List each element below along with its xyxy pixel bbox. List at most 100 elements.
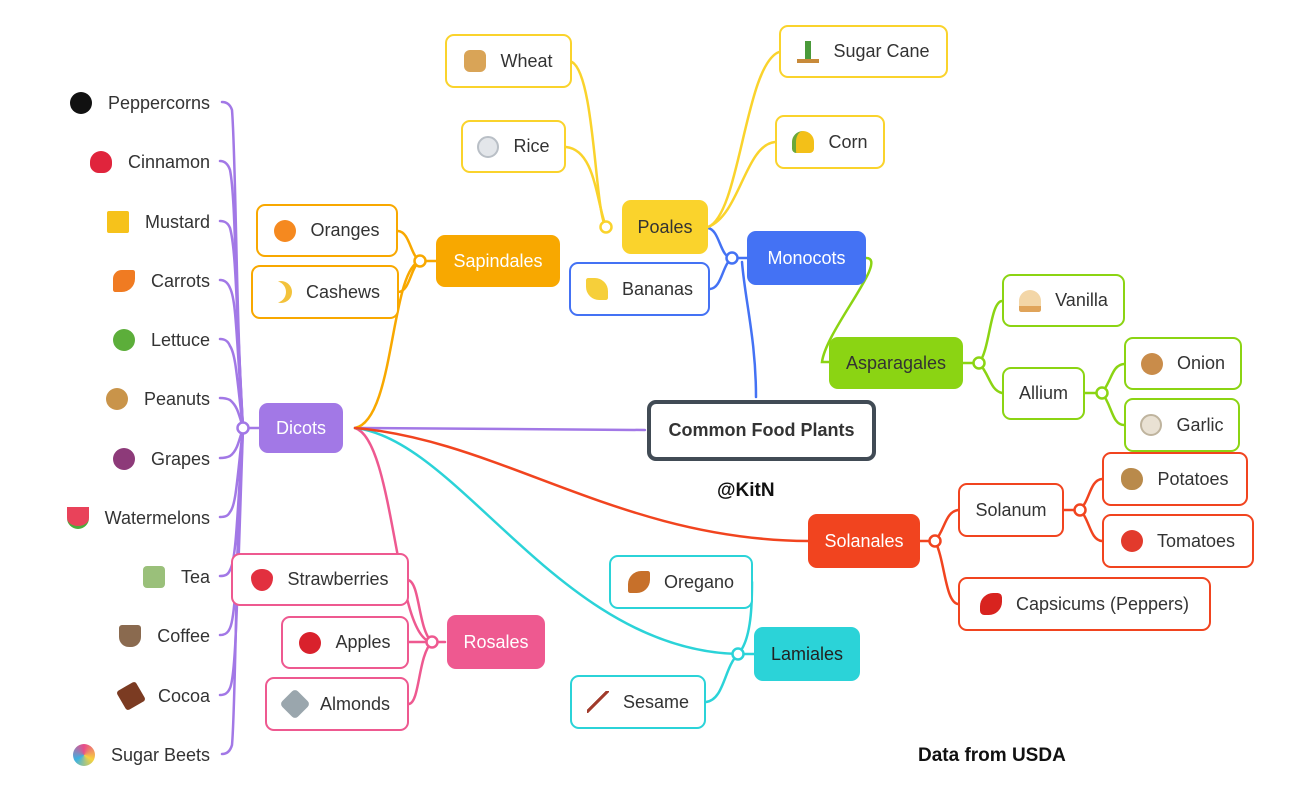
branch-solanum[interactable]: Solanum	[958, 483, 1064, 537]
branch-label: Dicots	[275, 417, 326, 438]
leaf-watermelons[interactable]: Watermelons	[40, 503, 210, 533]
branch-lamiales[interactable]: Lamiales	[754, 627, 860, 681]
leaf-capsicums[interactable]: Capsicums (Peppers)	[958, 577, 1211, 631]
crescent-icon	[269, 281, 292, 303]
nut-and-bolt-icon	[279, 688, 311, 720]
cupcake-icon	[1019, 289, 1042, 312]
leaf-tomatoes[interactable]: Tomatoes	[1102, 514, 1254, 568]
branch-sapindales[interactable]: Sapindales	[436, 235, 560, 287]
leaf-label: Rice	[513, 136, 550, 156]
strawberry-icon	[251, 568, 274, 591]
garlic-icon	[1140, 414, 1163, 436]
leaf-bananas[interactable]: Bananas	[569, 262, 710, 316]
peanut-icon	[105, 388, 128, 410]
branch-label: Monocots	[767, 247, 846, 268]
leaves-icon	[627, 571, 650, 593]
branch-label: Allium	[1018, 383, 1068, 403]
mustard-square-icon	[106, 211, 129, 233]
leaf-wheat[interactable]: Wheat	[445, 34, 572, 88]
leaf-garlic[interactable]: Garlic	[1124, 398, 1240, 452]
branch-label: Asparagales	[845, 352, 947, 373]
leaf-label: Mustard	[144, 211, 210, 232]
leaf-label: Carrots	[150, 270, 210, 291]
leaf-label: Sesame	[622, 691, 690, 712]
link-root-dicots	[353, 426, 647, 432]
source-label: Data from USDA	[918, 745, 1066, 766]
tomato-icon	[1120, 530, 1143, 552]
leaf-sesame[interactable]: Sesame	[570, 675, 706, 729]
potato-icon	[1121, 468, 1144, 490]
leaf-label: Coffee	[157, 625, 210, 646]
orange-icon	[274, 219, 297, 242]
leaf-label: Cashews	[305, 281, 381, 302]
onion-icon	[1140, 352, 1163, 375]
branch-label: Sapindales	[453, 250, 543, 271]
leaf-sugar-beets[interactable]: Sugar Beets	[50, 740, 210, 770]
carrot-icon	[112, 270, 135, 292]
leaf-label: Cinnamon	[127, 151, 210, 172]
leaf-mustard[interactable]: Mustard	[50, 207, 210, 237]
leaf-label: Lettuce	[150, 329, 210, 350]
heart-icon	[89, 151, 112, 173]
chopsticks-icon	[586, 691, 609, 713]
leaf-tea[interactable]: Tea	[50, 562, 210, 592]
leaf-label: Watermelons	[104, 507, 210, 528]
watermelon-icon	[66, 507, 89, 529]
leaf-almonds[interactable]: Almonds	[265, 677, 409, 731]
leaf-carrots[interactable]: Carrots	[50, 266, 210, 296]
link-dicots-lamiales	[353, 426, 756, 656]
leaf-label: Tea	[180, 566, 210, 587]
leaf-label: Oregano	[663, 571, 735, 592]
leaf-lettuce[interactable]: Lettuce	[50, 325, 210, 355]
leaf-label: Corn	[828, 131, 868, 152]
leaf-rice[interactable]: Rice	[461, 120, 566, 173]
leaf-cinnamon[interactable]: Cinnamon	[50, 147, 210, 177]
branch-poales[interactable]: Poales	[622, 200, 708, 254]
leaf-oranges[interactable]: Oranges	[256, 204, 398, 257]
branch-label: Lamiales	[770, 643, 844, 664]
apple-icon	[299, 631, 322, 654]
leaf-label: Vanilla	[1055, 290, 1108, 310]
hot-pepper-icon	[979, 593, 1002, 615]
link-root-monocots	[740, 260, 758, 399]
branch-allium[interactable]: Allium	[1002, 367, 1085, 420]
grapes-icon	[112, 448, 135, 470]
leaf-peanuts[interactable]: Peanuts	[50, 384, 210, 414]
salad-icon	[112, 329, 135, 351]
lollipop-icon	[72, 744, 95, 766]
branch-label: Solanum	[975, 499, 1047, 520]
leaf-label: Grapes	[150, 448, 210, 469]
leaf-sugar-cane[interactable]: Sugar Cane	[779, 25, 948, 78]
branch-label: Solanales	[824, 530, 904, 551]
branch-asparagales[interactable]: Asparagales	[829, 337, 963, 389]
black-circle-icon	[69, 92, 92, 114]
branch-solanales[interactable]: Solanales	[808, 514, 920, 568]
leaf-oregano[interactable]: Oregano	[609, 555, 753, 609]
bread-icon	[464, 50, 487, 72]
rice-icon	[477, 135, 500, 158]
coffee-icon	[119, 625, 142, 647]
branch-label: Rosales	[463, 631, 529, 652]
leaf-label: Garlic	[1176, 414, 1224, 435]
branch-dicots[interactable]: Dicots	[259, 403, 343, 453]
leaf-label: Onion	[1176, 353, 1226, 373]
leaf-strawberries[interactable]: Strawberries	[231, 553, 409, 606]
leaf-label: Wheat	[500, 50, 553, 71]
branch-monocots[interactable]: Monocots	[747, 231, 866, 285]
leaf-apples[interactable]: Apples	[281, 616, 409, 669]
branch-rosales[interactable]: Rosales	[447, 615, 545, 669]
leaf-cocoa[interactable]: Cocoa	[50, 680, 210, 712]
leaf-corn[interactable]: Corn	[775, 115, 885, 169]
leaf-vanilla[interactable]: Vanilla	[1002, 274, 1125, 327]
link-dicots-rosales	[353, 426, 447, 644]
branch-label: Poales	[637, 216, 693, 237]
leaf-peppercorns[interactable]: Peppercorns	[50, 88, 210, 118]
leaf-potatoes[interactable]: Potatoes	[1102, 452, 1248, 506]
leaf-label: Peanuts	[143, 388, 210, 409]
leaf-cashews[interactable]: Cashews	[251, 265, 399, 319]
leaf-onion[interactable]: Onion	[1124, 337, 1242, 390]
leaf-label: Potatoes	[1157, 468, 1229, 489]
root-node[interactable]: Common Food Plants	[647, 400, 876, 461]
leaf-coffee[interactable]: Coffee	[50, 621, 210, 651]
leaf-grapes[interactable]: Grapes	[50, 444, 210, 474]
